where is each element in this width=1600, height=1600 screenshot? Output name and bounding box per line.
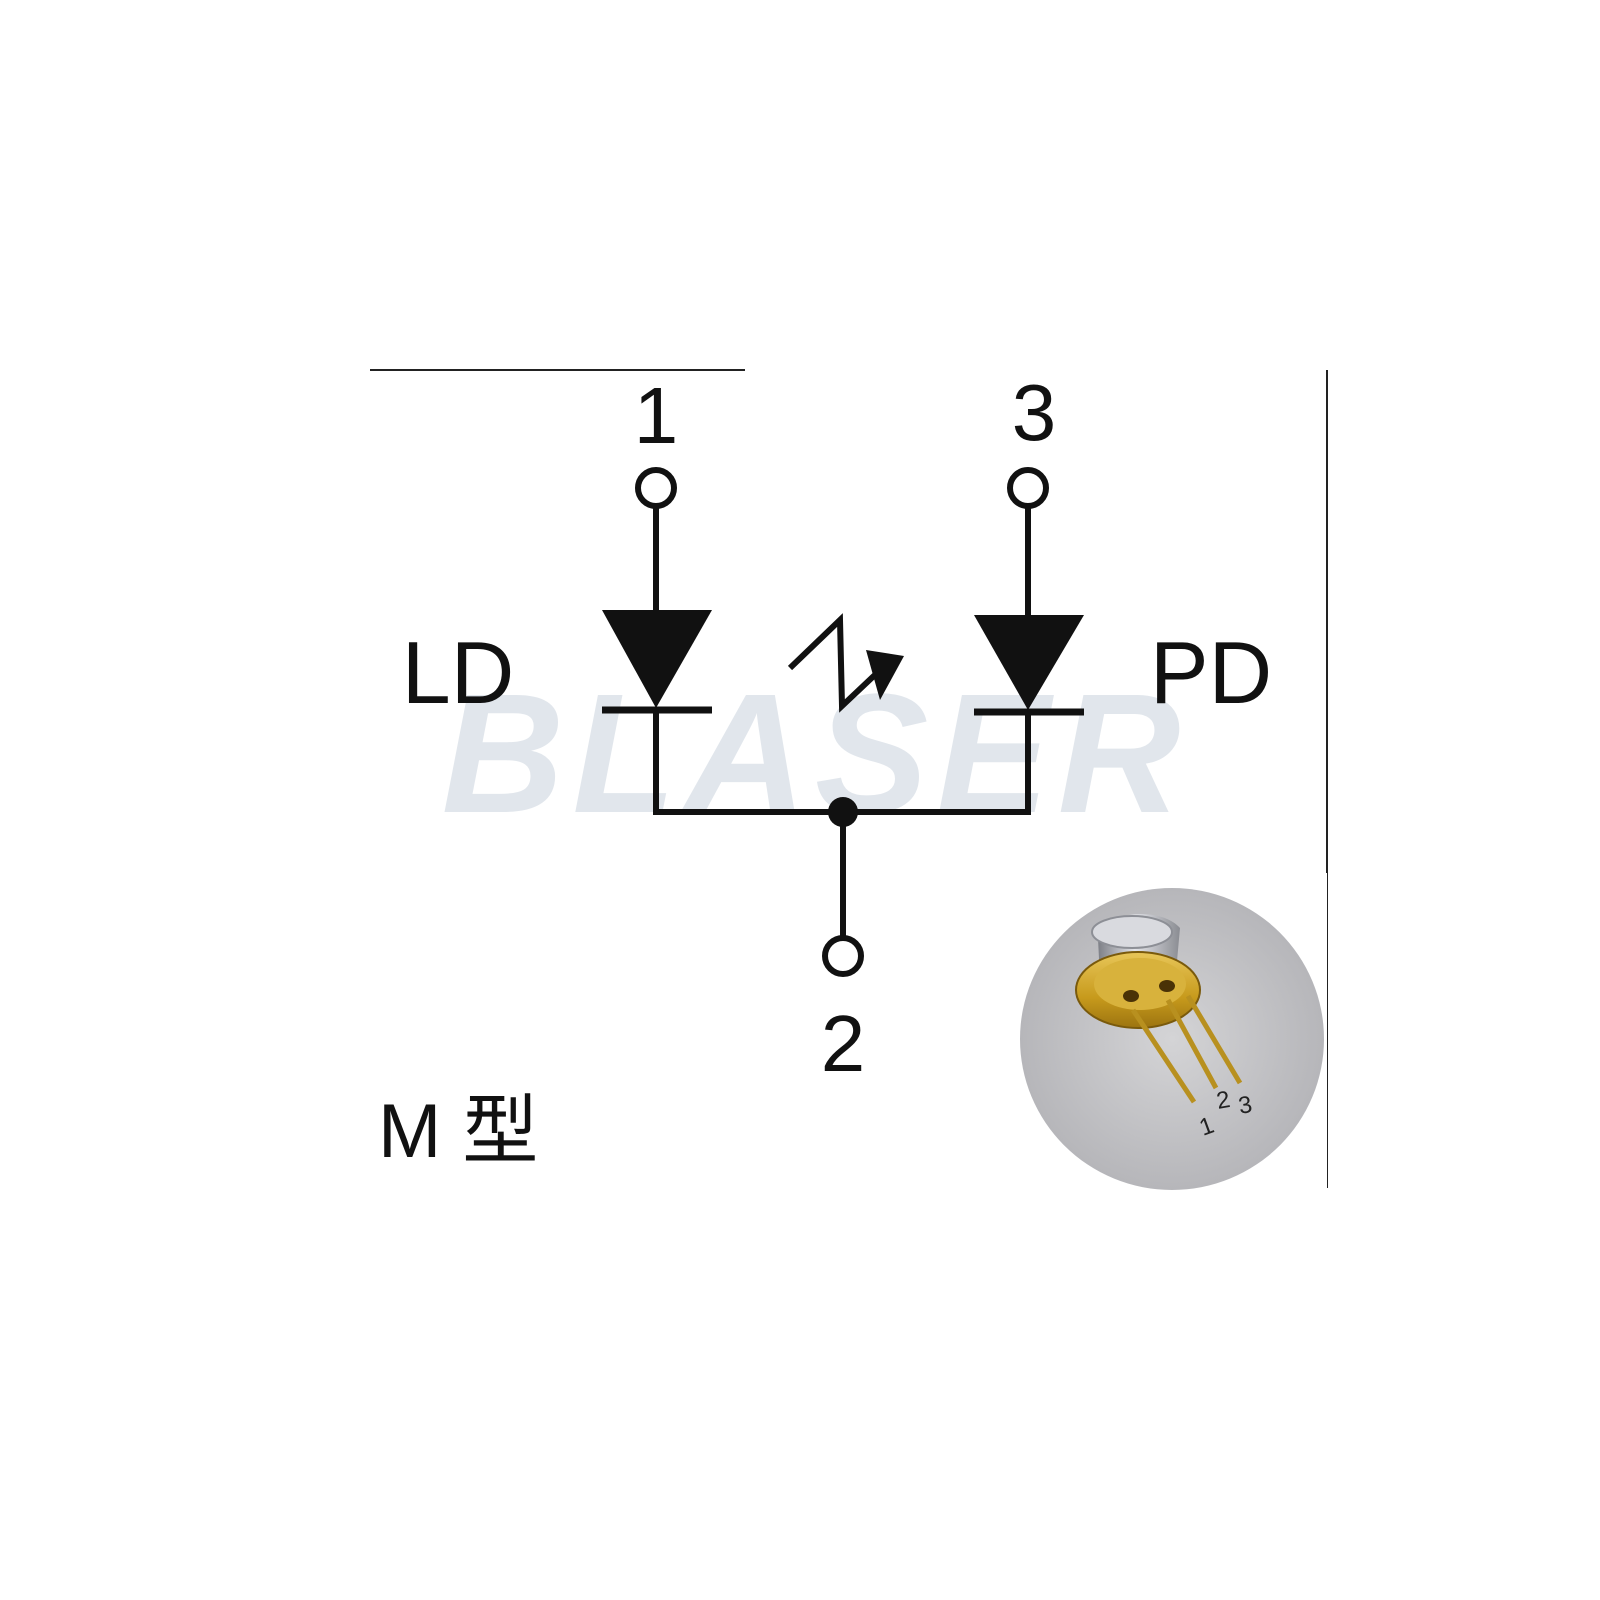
watermark: BLASER (442, 659, 1189, 849)
photodiode-label: PD (1150, 623, 1272, 722)
laser-diode-label: LD (402, 623, 515, 722)
pin-3-terminal (1007, 467, 1049, 509)
photodiode-triangle (974, 615, 1084, 710)
laser-diode-photo: 1 2 3 (1012, 873, 1327, 1190)
pin-1-label: 1 (634, 371, 679, 460)
pin-3-label: 3 (1012, 368, 1057, 457)
pin-2-terminal (822, 935, 864, 977)
laser-diode-triangle (602, 610, 712, 708)
pin-1-terminal (635, 467, 677, 509)
photo-pin-2-number: 2 (1214, 1086, 1232, 1115)
photo-pin-3-number: 3 (1236, 1091, 1254, 1120)
light-emission-arrow-icon (787, 613, 904, 713)
pin-2-label: 2 (821, 999, 866, 1088)
type-label: M 型 (378, 1089, 538, 1174)
